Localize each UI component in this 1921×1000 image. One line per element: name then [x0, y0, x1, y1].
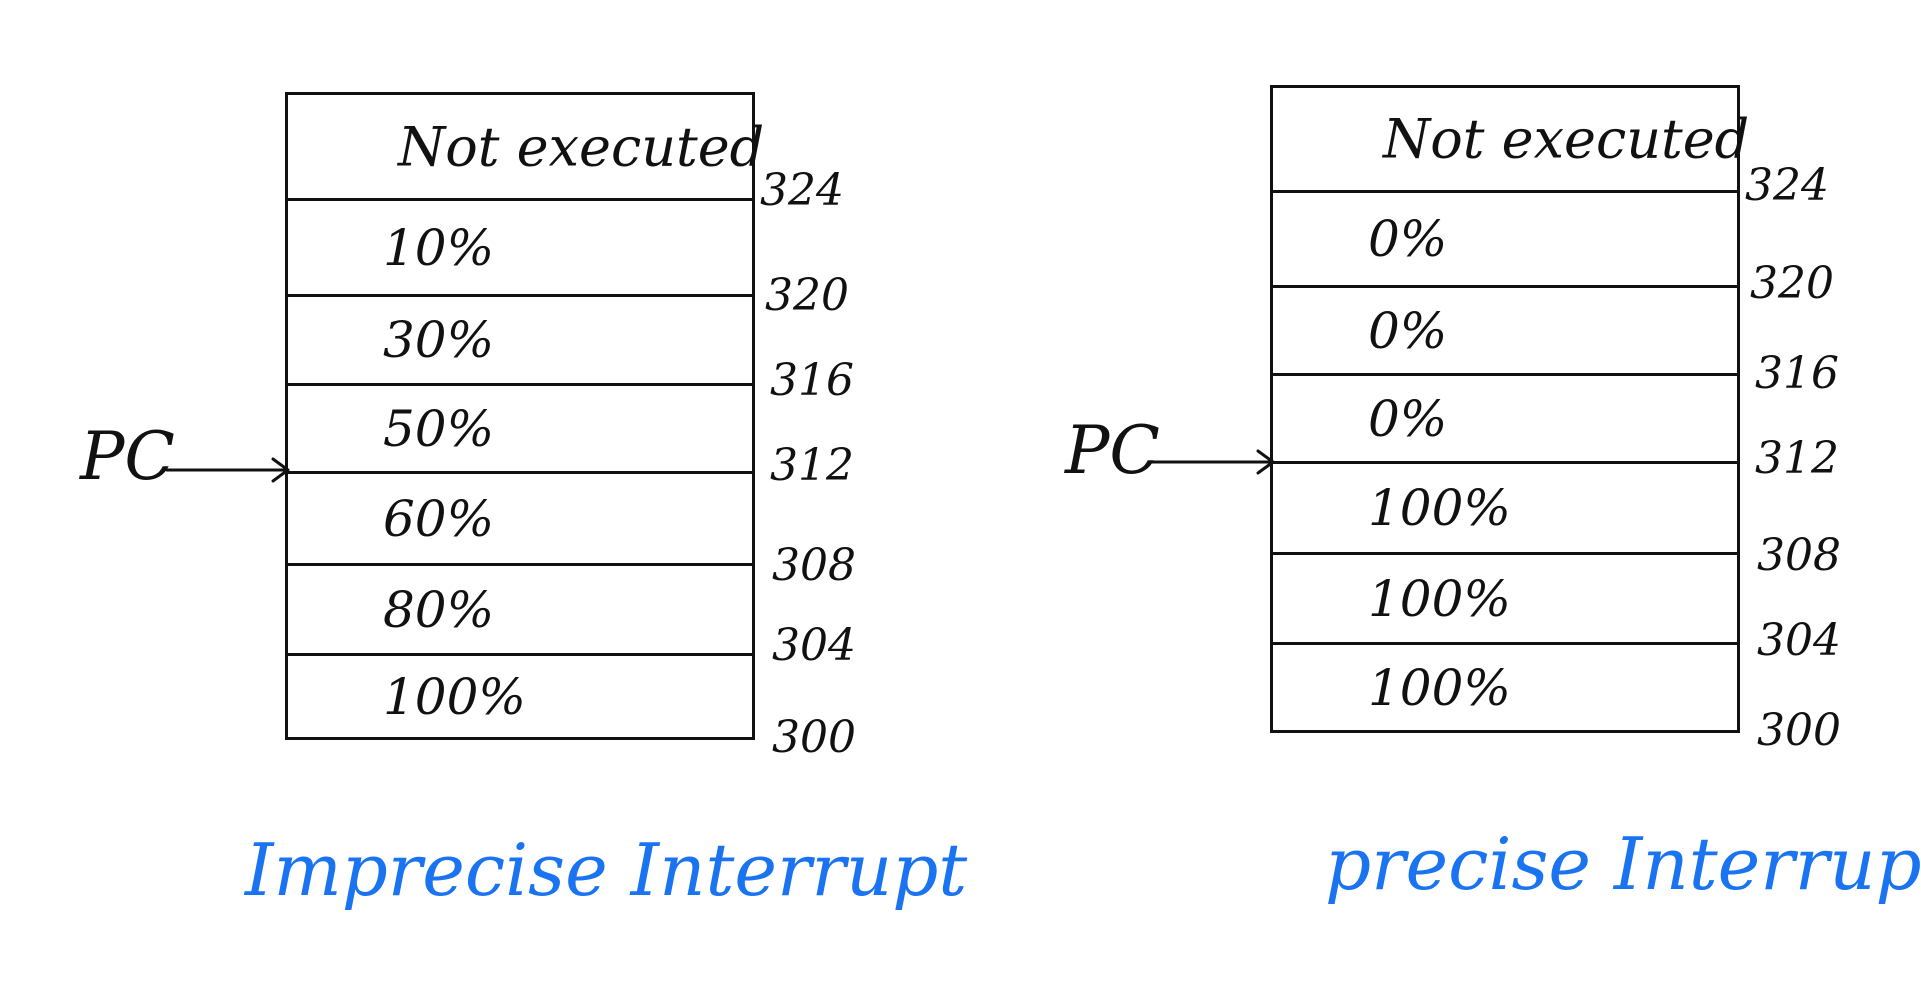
cell-label: Not executed [1383, 107, 1750, 171]
cell-label: 60% [383, 489, 495, 548]
address-label: 312 [1755, 433, 1839, 484]
cell-label: 100% [1368, 479, 1511, 537]
address-label: 316 [1755, 348, 1839, 399]
cell-label: 30% [383, 311, 495, 369]
address-label: 308 [1757, 530, 1841, 581]
cell-label: 100% [383, 667, 526, 726]
address-label: 324 [1745, 160, 1829, 211]
cell-label: 100% [1368, 658, 1511, 717]
stack-cell: 10% [288, 198, 752, 294]
stack-cell: 100% [1273, 642, 1737, 730]
pc-label: PC [1065, 412, 1160, 489]
pc-arrow-icon [165, 457, 290, 483]
stack-cell: 60% [288, 471, 752, 563]
cell-label: 100% [1368, 569, 1511, 628]
address-label: 304 [1757, 615, 1841, 666]
stack-cell: 50% [288, 383, 752, 471]
address-label: 300 [772, 712, 856, 763]
address-label: 316 [770, 355, 854, 406]
instruction-stack: Not executed 0% 0% 0% 100% 100% 100% [1270, 85, 1749, 733]
instruction-stack: Not executed 10% 30% 50% 60% 80% 100% [285, 92, 764, 740]
diagram-caption: Imprecise Interrupt [245, 828, 968, 912]
stack-cell: 80% [288, 563, 752, 653]
stack-cell: Not executed [1273, 88, 1749, 190]
stack-cell: 0% [1273, 373, 1737, 461]
cell-label: 0% [1368, 210, 1448, 268]
address-label: 308 [772, 540, 856, 591]
address-label: 320 [765, 270, 849, 321]
cell-label: 50% [383, 399, 495, 458]
stack-cell: Not executed [288, 95, 764, 198]
diagram-caption: precise Interrupt [1325, 822, 1921, 906]
address-label: 304 [772, 620, 856, 671]
stack-cell: 0% [1273, 285, 1737, 373]
address-label: 324 [760, 165, 844, 216]
address-label: 300 [1757, 705, 1841, 756]
cell-label: Not executed [398, 115, 765, 178]
imprecise-interrupt-diagram: Not executed 10% 30% 50% 60% 80% 100% 32… [0, 0, 967, 1000]
cell-label: 0% [1368, 389, 1448, 448]
stack-cell: 30% [288, 294, 752, 383]
address-label: 312 [770, 440, 854, 491]
cell-label: 80% [383, 580, 495, 639]
address-label: 320 [1750, 258, 1834, 309]
precise-interrupt-diagram: Not executed 0% 0% 0% 100% 100% 100% 324… [985, 0, 1921, 1000]
cell-label: 0% [1368, 301, 1448, 360]
stack-cell: 0% [1273, 190, 1737, 285]
stack-cell: 100% [1273, 461, 1737, 552]
stack-cell: 100% [288, 653, 752, 737]
stack-cell: 100% [1273, 552, 1737, 642]
cell-label: 10% [383, 218, 495, 277]
pc-arrow-icon [1150, 449, 1275, 475]
pc-label: PC [80, 418, 175, 495]
